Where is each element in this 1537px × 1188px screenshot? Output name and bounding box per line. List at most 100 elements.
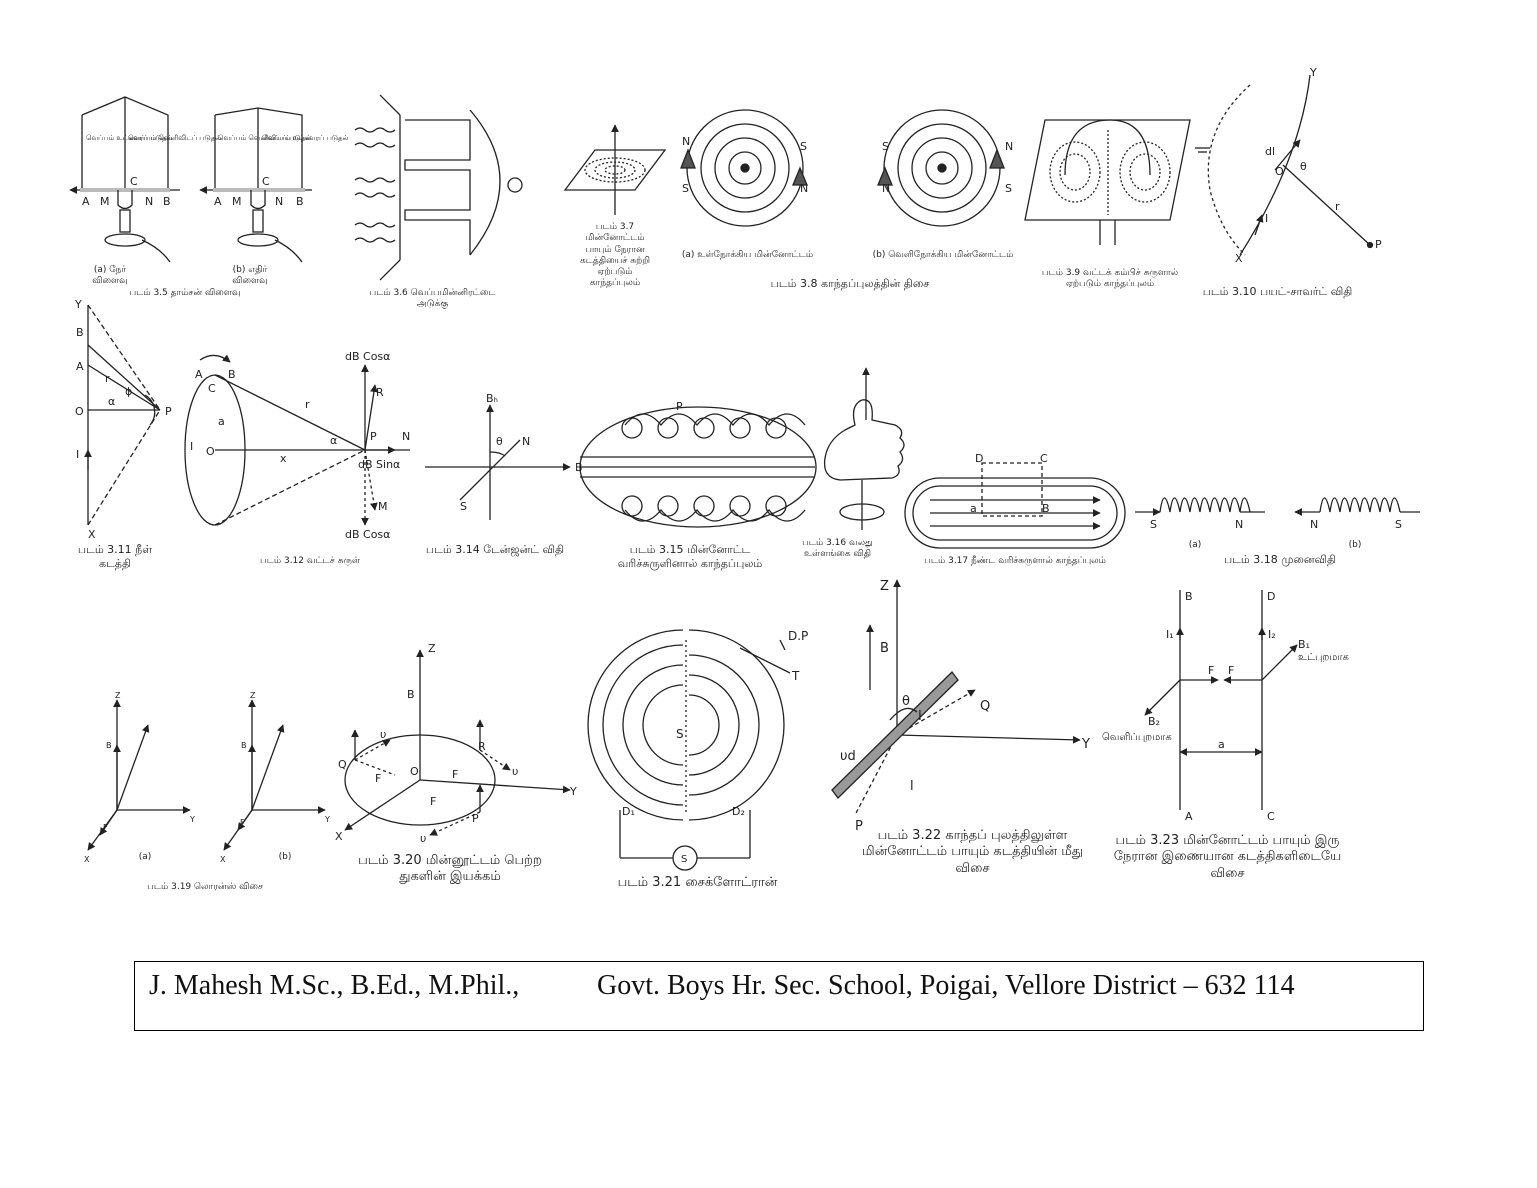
label-P-310: P <box>1375 238 1382 251</box>
pole-n-38a: N <box>682 135 690 148</box>
footer-box: J. Mahesh M.Sc., B.Ed., M.Phil., Govt. B… <box>134 961 1424 1031</box>
label-Y-322: Y <box>1081 737 1090 752</box>
label-F1-323: F <box>1208 664 1214 677</box>
label-I-312: I <box>190 440 193 453</box>
pole-n-38a-r: N <box>800 182 808 195</box>
label-S-318b: S <box>1395 518 1402 531</box>
label-Y-319b: Y <box>324 815 330 824</box>
label-F2-320: F <box>452 768 458 781</box>
label-a-323: a <box>1218 738 1225 751</box>
label-A-311: A <box>76 360 84 373</box>
label-D-323: D <box>1267 590 1275 603</box>
label-A-35b: A <box>214 195 222 208</box>
fig-3-15-solenoid-field <box>579 406 817 528</box>
label-F-319b: F <box>240 818 245 827</box>
label-D-317: D <box>975 452 983 465</box>
fig-3-18b-end-rule <box>1294 497 1420 516</box>
caption-3-6: படம் 3.6 வெப்பமின்னிரட்டை அடுக்கு <box>369 288 496 310</box>
label-I1-323: I₁ <box>1166 628 1174 641</box>
label-N-318a: N <box>1235 518 1243 531</box>
label-T-321: T <box>791 669 800 683</box>
label-F1-320: F <box>375 772 381 785</box>
label-M-35b: M <box>232 195 242 208</box>
caption-3-18b: (b) <box>1348 540 1362 550</box>
label-S-321-galvanometer: S <box>681 854 687 865</box>
label-I2-323: I₂ <box>1268 628 1276 641</box>
label-B-319b: B <box>241 741 247 750</box>
label-B-311: B <box>76 326 84 339</box>
label-Y-311: Y <box>74 298 82 311</box>
label-I-310: I <box>1265 212 1268 225</box>
fig-3-18a-end-rule <box>1135 497 1265 516</box>
caption-3-19a: (a) <box>138 852 152 862</box>
label-a-317: a <box>970 502 977 515</box>
label-vd-322: υd <box>840 749 856 764</box>
label-F2-323: F <box>1228 664 1234 677</box>
caption-3-22: படம் 3.22 காந்தப் புலத்திலுள்ள மின்னோட்ட… <box>861 828 1084 876</box>
label-X-310: X <box>1235 252 1243 265</box>
fig-3-23-parallel-conductors <box>1144 590 1298 810</box>
label-theta-314: θ <box>496 435 503 448</box>
label-D2-321: D₂ <box>732 805 745 818</box>
label-R-312: R <box>376 386 384 399</box>
label-Z-322: Z <box>880 579 889 594</box>
label-B-35a: B <box>163 195 171 208</box>
label-B1-323: B₁ <box>1298 638 1310 651</box>
label-X-319a: X <box>84 855 90 864</box>
label-N-35b: N <box>275 195 283 208</box>
label-B-322: B <box>880 641 889 656</box>
label-F3-320: F <box>430 795 436 808</box>
caption-3-5a: (a) நேர் விளைவு <box>92 265 128 287</box>
label-theta-322: θ <box>902 694 910 709</box>
label-P-311: P <box>165 405 172 418</box>
fig-3-7-straight-conductor-field <box>563 124 667 215</box>
caption-3-14: படம் 3.14 டேன்ஜன்ட் விதி <box>425 543 565 556</box>
label-inward-323: உட்புறமாக <box>1298 652 1349 663</box>
label-dB-cos-bottom: dB Cosα <box>345 528 390 541</box>
caption-3-19: படம் 3.19 லொரன்ஸ் விசை <box>147 882 263 892</box>
label-phi-311: ϕ <box>125 385 132 398</box>
label-Z-320: Z <box>428 642 436 655</box>
label-DP-321: D.P <box>788 629 808 643</box>
label-I-322: I <box>918 709 922 724</box>
label-Bh-314: Bₕ <box>486 392 498 405</box>
fig-3-9-circular-coil-field <box>1024 119 1191 245</box>
label-v2-320: υ <box>512 765 518 778</box>
fig-3-11-long-conductor <box>84 304 161 526</box>
caption-3-23: படம் 3.23 மின்னோட்டம் பாயும் இரு நேரான இ… <box>1113 833 1342 881</box>
caption-3-5b: (b) எதிர் விளைவு <box>232 265 268 287</box>
label-P-312: P <box>370 430 377 443</box>
label-Q-320: Q <box>338 758 347 771</box>
fig-3-20-charged-particle-motion <box>344 649 571 836</box>
pole-s-38a-r: S <box>800 140 807 153</box>
label-x-312: x <box>280 452 287 465</box>
label-B-320: B <box>407 688 415 701</box>
label-S-321-center: S <box>676 727 684 741</box>
label-dB-sin: dB Sinα <box>358 458 400 471</box>
fig-3-22-force-on-conductor <box>831 579 1081 816</box>
fig-3-5a-thomson-positive <box>69 96 180 263</box>
label-O-312: O <box>206 445 215 458</box>
caption-3-7: படம் 3.7 மின்னோட்டம் பாயும் நேரான கடத்தி… <box>580 222 650 289</box>
label-D1-321: D₁ <box>622 805 635 818</box>
label-O-310: O <box>1275 165 1284 178</box>
label-B2-323: B₂ <box>1148 715 1160 728</box>
thomson-label-3: வெப்பம் வெளிவிடப் படுதல் <box>218 134 311 142</box>
caption-3-16: படம் 3.16 வலது உள்ளங்கை விதி <box>802 538 873 560</box>
label-Q-322: Q <box>980 699 990 714</box>
label-N-314: N <box>522 435 530 448</box>
caption-3-11: படம் 3.11 நீள் கடத்தி <box>77 543 153 570</box>
fig-3-8a-field-inward-current <box>680 109 808 227</box>
label-N-312: N <box>402 430 410 443</box>
label-B-323: B <box>1185 590 1193 603</box>
label-P-322: P <box>855 819 863 834</box>
pole-s-38b-r: S <box>1005 182 1012 195</box>
label-A-35a: A <box>82 195 90 208</box>
label-X-320: X <box>335 830 343 843</box>
caption-3-8: படம் 3.8 காந்தப்புலத்தின் திசை <box>770 277 930 290</box>
footer-author: J. Mahesh M.Sc., B.Ed., M.Phil., <box>149 970 520 1001</box>
thomson-label-4: வெப்பம் உட்கவரப் படுதல் <box>262 134 349 142</box>
label-Y-319a: Y <box>189 815 195 824</box>
label-dB-cos-top: dB Cosα <box>345 350 390 363</box>
